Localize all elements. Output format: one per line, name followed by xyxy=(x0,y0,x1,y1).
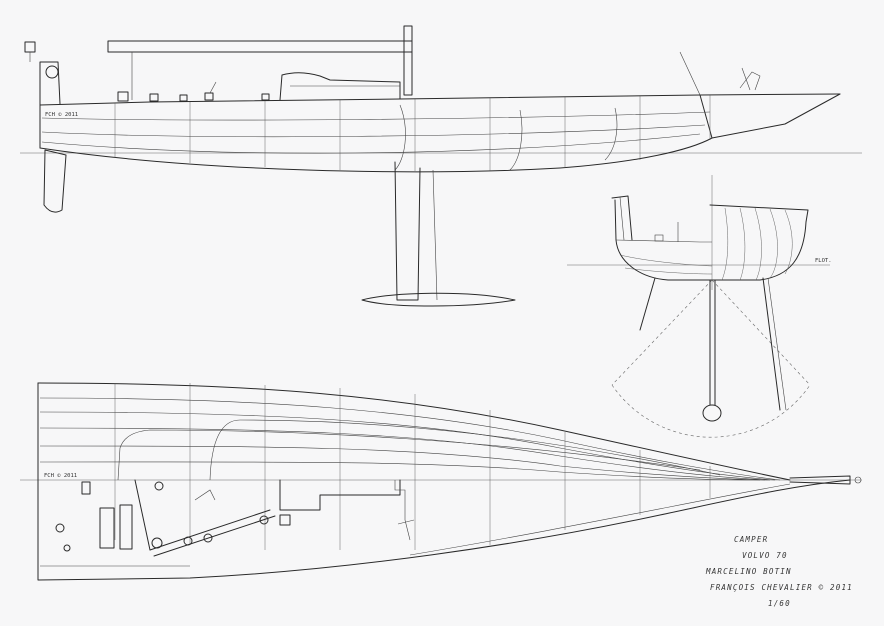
title-class: VOLVO 70 xyxy=(742,551,788,560)
plan-traveller-track xyxy=(134,479,151,551)
plan-chine-curve xyxy=(117,429,701,481)
plan-stations xyxy=(114,383,711,550)
title-artist: FRANÇOIS CHEVALIER © 2011 xyxy=(710,583,853,592)
plan-view: FCH © 2011 xyxy=(20,382,862,581)
title-block: CAMPER VOLVO 70 MARCELINO BOTIN FRANÇOIS… xyxy=(705,535,853,608)
profile-board-trace xyxy=(604,107,618,161)
plan-chine-curve-inner xyxy=(209,419,721,481)
profile-bow-fitting xyxy=(741,67,751,91)
section-daggerboard-port xyxy=(639,277,656,331)
profile-hull-bottom xyxy=(39,93,841,173)
profile-buttock-line xyxy=(41,133,701,154)
profile-coachroof xyxy=(279,72,401,101)
profile-boom xyxy=(107,40,413,53)
plan-bowsprit xyxy=(789,475,851,485)
profile-keel-fin xyxy=(394,161,421,301)
profile-winch-handle xyxy=(209,81,217,94)
plan-hatch xyxy=(397,519,415,525)
profile-board-trace xyxy=(509,109,523,171)
section-keel-swing-arc xyxy=(611,384,811,438)
plan-winch-handle xyxy=(194,489,216,501)
plan-sheet-line-inner xyxy=(153,515,276,557)
plan-tack-point xyxy=(854,476,862,484)
title-scale: 1/60 xyxy=(768,599,791,608)
section-keel-bulb xyxy=(702,404,722,422)
profile-board-trace xyxy=(394,104,406,171)
profile-rudder xyxy=(43,149,67,213)
plan-deck-outline xyxy=(37,479,851,581)
profile-sheerline xyxy=(39,93,841,106)
section-daggerboard-edge xyxy=(767,277,787,411)
plan-coachroof xyxy=(279,479,401,511)
section-winch xyxy=(654,234,664,242)
section-keel-cant-port xyxy=(611,279,713,386)
profile-mast-stub xyxy=(403,25,413,96)
title-boat: CAMPER xyxy=(734,535,768,544)
profile-antenna xyxy=(24,41,36,53)
profile-winches xyxy=(117,91,270,102)
plan-deck-fittings xyxy=(55,481,291,552)
plan-upper-sheer xyxy=(37,382,791,481)
profile-keel-bulb xyxy=(361,292,516,307)
plan-deck-edge xyxy=(409,483,791,556)
section-daggerboard-stbd xyxy=(762,277,781,411)
profile-buttock-line xyxy=(41,111,711,121)
profile-forestay xyxy=(679,51,701,96)
profile-buttock-line xyxy=(41,124,706,138)
section-frame-lines xyxy=(619,207,793,281)
section-deck xyxy=(615,239,712,243)
plan-mast-partner xyxy=(394,480,411,541)
profile-keel-canard xyxy=(432,169,438,301)
section-pulpit-rail xyxy=(619,196,625,241)
plan-sheet-line xyxy=(149,509,271,551)
profile-stern-pulpit xyxy=(39,61,61,106)
profile-view: FCH © 2011 xyxy=(20,25,862,307)
body-plan-view: FLOT. xyxy=(567,175,832,438)
section-waterline-label: FLOT. xyxy=(815,258,832,264)
plan-waterlines xyxy=(39,397,781,481)
section-stern-pulpit xyxy=(611,195,633,241)
profile-signature: FCH © 2011 xyxy=(45,112,78,118)
section-hull-outline xyxy=(614,199,809,281)
profile-radome xyxy=(45,65,59,79)
plan-signature: FCH © 2011 xyxy=(44,473,77,479)
title-designer: MARCELINO BOTIN xyxy=(705,567,792,576)
section-keel-cant-stbd xyxy=(711,279,811,386)
profile-stations xyxy=(114,95,711,171)
profile-bow-pulpit xyxy=(739,71,761,91)
